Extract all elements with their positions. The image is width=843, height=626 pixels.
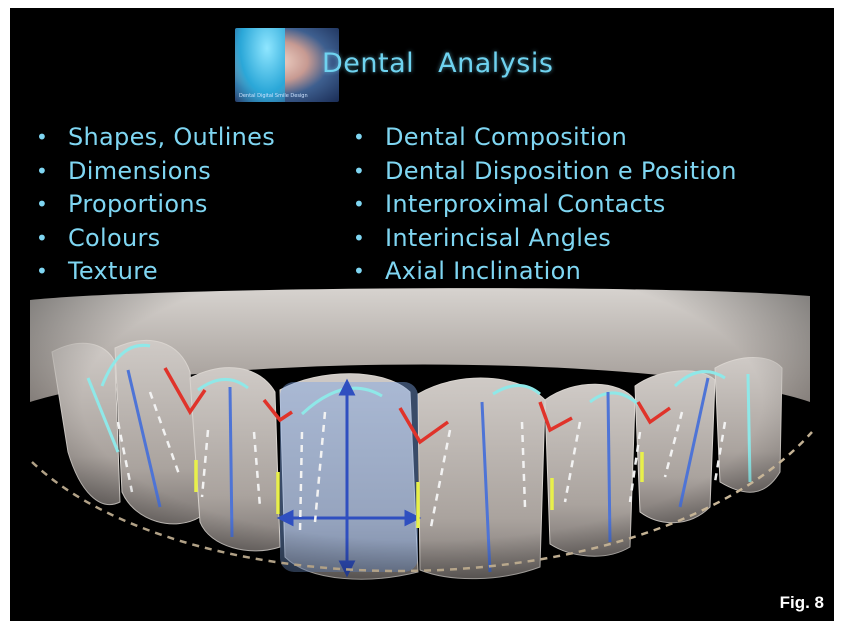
slide: Dental Digital Smile Design Dental Analys… xyxy=(10,8,834,621)
list-item-label: Interincisal Angles xyxy=(385,224,611,252)
bullet-icon: • xyxy=(36,155,48,189)
bullet-icon: • xyxy=(36,121,48,155)
list-item: • Dental Disposition e Position xyxy=(349,155,737,189)
list-item: • Interincisal Angles xyxy=(349,222,737,256)
list-item-label: Proportions xyxy=(68,190,208,218)
title-word-dental: Dental xyxy=(322,48,414,79)
title-word-analysis: Analysis xyxy=(438,48,553,79)
list-item-label: Dimensions xyxy=(68,157,211,185)
bullet-icon: • xyxy=(36,188,48,222)
list-item-label: Axial Inclination xyxy=(385,257,581,285)
list-item: • Colours xyxy=(32,222,275,256)
bullet-icon: • xyxy=(36,222,48,256)
logo-hair-graphic xyxy=(235,28,285,102)
analysis-list-left: • Shapes, Outlines • Dimensions • Proportio… xyxy=(32,121,275,289)
bullet-icon: • xyxy=(353,121,365,155)
list-item: • Proportions xyxy=(32,188,275,222)
teeth-analysis-photo xyxy=(10,282,834,621)
slide-title: Dental Analysis xyxy=(322,48,553,79)
bullet-icon: • xyxy=(353,188,365,222)
list-item: • Interproximal Contacts xyxy=(349,188,737,222)
bullet-icon: • xyxy=(353,222,365,256)
list-item-label: Texture xyxy=(68,257,158,285)
bullet-icon: • xyxy=(353,155,365,189)
list-item-label: Colours xyxy=(68,224,160,252)
list-item-label: Dental Composition xyxy=(385,123,627,151)
figure-label: Fig. 8 xyxy=(780,593,824,613)
list-item: • Dental Composition xyxy=(349,121,737,155)
list-item-label: Interproximal Contacts xyxy=(385,190,666,218)
list-item: • Dimensions xyxy=(32,155,275,189)
analysis-list-right: • Dental Composition • Dental Disposition … xyxy=(349,121,737,289)
list-item: • Shapes, Outlines xyxy=(32,121,275,155)
list-item-label: Shapes, Outlines xyxy=(68,123,275,151)
list-item-label: Dental Disposition e Position xyxy=(385,157,737,185)
logo-caption: Dental Digital Smile Design xyxy=(239,93,308,99)
